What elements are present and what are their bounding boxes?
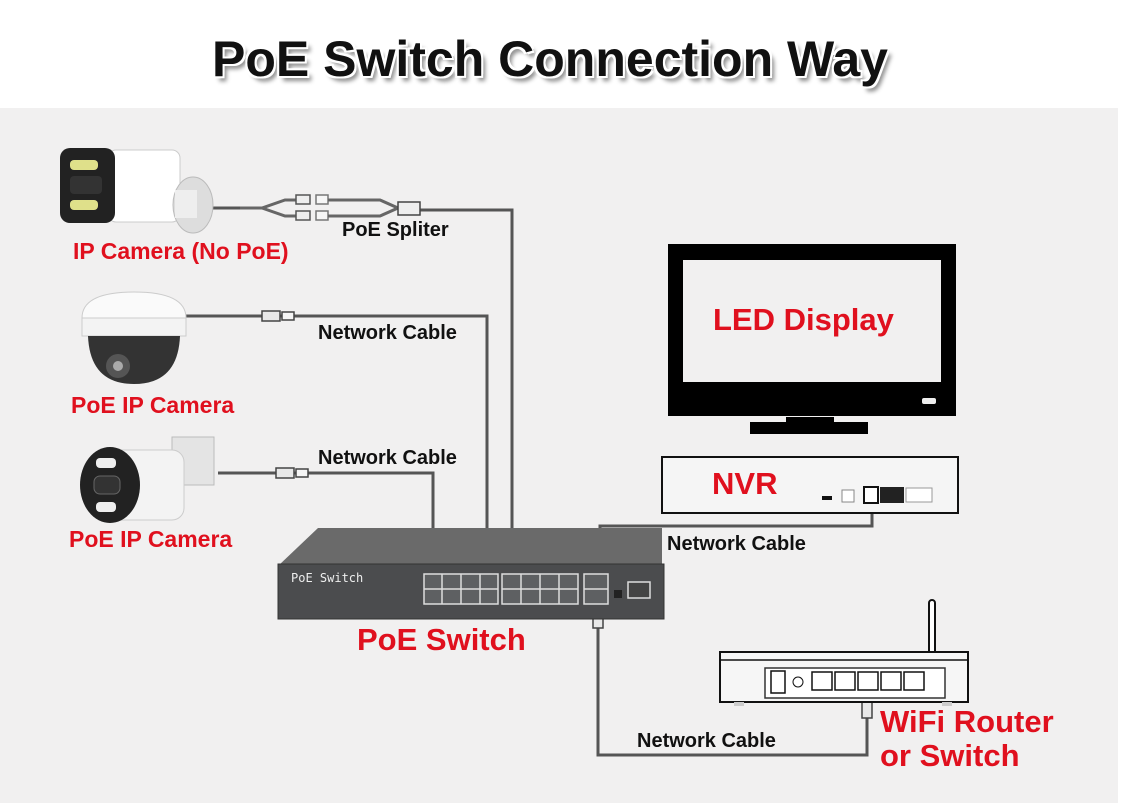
poe-splitter-label: PoE Spliter — [342, 219, 449, 241]
router-label-line1: WiFi Router — [880, 704, 1054, 739]
ip-camera-no-poe-label: IP Camera (No PoE) — [73, 238, 289, 264]
router-label-line2: or Switch — [880, 738, 1020, 773]
dome-network-cable — [186, 314, 489, 540]
dome-cable-label: Network Cable — [318, 322, 457, 344]
bullet-cable-label: Network Cable — [318, 447, 457, 469]
switch-icon — [277, 528, 665, 620]
bullet-camera-icon-bottom — [80, 436, 215, 523]
switch-faceplate-label: PoE Switch — [291, 571, 364, 585]
splitter-cable-out — [420, 208, 514, 540]
monitor-icon — [668, 244, 956, 434]
router-icon — [719, 599, 969, 706]
bullet-camera-icon-top — [60, 148, 214, 234]
router-network-cable — [596, 615, 869, 757]
bullet-poe-camera-label: PoE IP Camera — [69, 526, 233, 552]
nvr-icon — [661, 456, 959, 514]
dome-poe-camera-label: PoE IP Camera — [71, 392, 235, 418]
poe-splitter-icon — [240, 194, 421, 221]
nvr-cable-label: Network Cable — [667, 533, 806, 555]
dome-camera-icon — [81, 291, 187, 384]
poe-switch-label: PoE Switch — [357, 622, 526, 657]
diagram-title: PoE Switch Connection Way — [212, 31, 888, 87]
router-cable-label: Network Cable — [637, 730, 776, 752]
nvr-label: NVR — [712, 466, 778, 501]
led-display-label: LED Display — [713, 302, 894, 337]
